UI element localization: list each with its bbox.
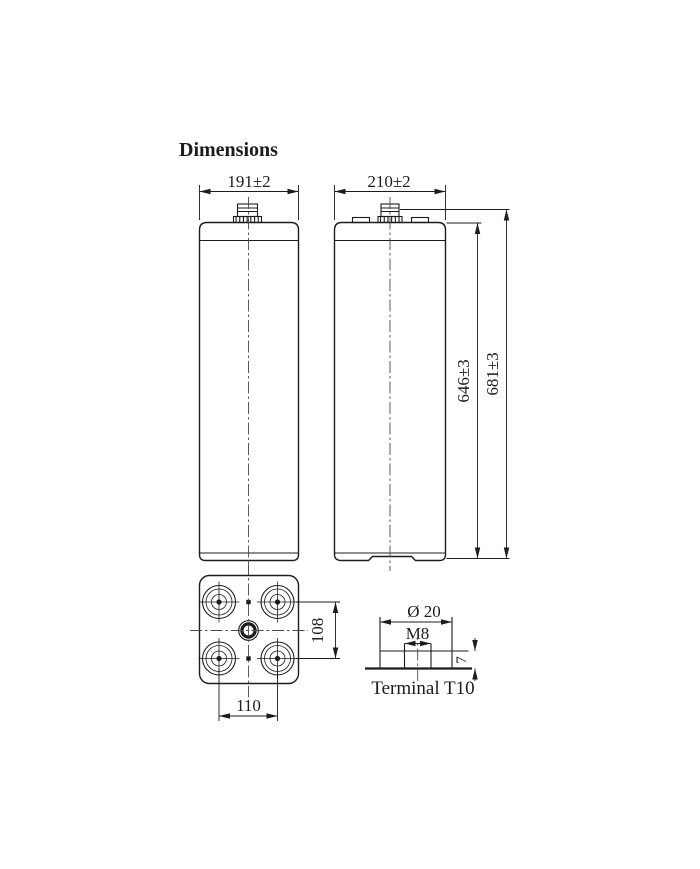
terminal-detail-caption: Terminal T10 [371,678,474,699]
bottom-view-outline [198,574,300,685]
side-width-dim-label: 210±2 [367,172,410,191]
terminal-diameter-label: Ø 20 [407,602,441,621]
terminal-circle-top-right [257,581,298,623]
terminal-detail: Ø 20 M8 7 Terminal T10 [365,602,478,699]
front-width-dimension: 191±2 [199,172,299,220]
side-battery-outline [333,221,447,562]
page-title: Dimensions [179,139,278,161]
total-height-dim-label: 681±3 [483,352,502,395]
plate-thickness-dimension: 7 [454,638,478,681]
terminal-plate-thickness-label: 7 [454,656,470,664]
side-width-dimension: 210±2 [334,172,446,220]
side-view: 210±2 [333,172,447,571]
body-height-dim-label: 646±3 [454,359,473,402]
side-lid-bump-left [351,216,371,224]
front-terminal-post [232,203,263,224]
front-view: 191±2 [198,172,300,571]
vent-dot-bottom [246,656,251,661]
front-width-dim-label: 191±2 [227,172,270,191]
bottom-view: 108 110 [190,563,340,721]
side-lid-bump-right [410,216,430,224]
terminal-pitch-horizontal-label: 110 [236,696,261,715]
terminal-pitch-vertical-dimension: 108 [296,601,340,659]
front-battery-outline [198,221,300,562]
terminal-pitch-horizontal-dimension: 110 [218,669,278,721]
terminal-circle-top-left [198,581,240,623]
terminal-pitch-vertical-label: 108 [308,618,327,644]
height-dimensions: 646±3 681±3 [400,209,510,559]
vent-dot-top [246,599,251,605]
